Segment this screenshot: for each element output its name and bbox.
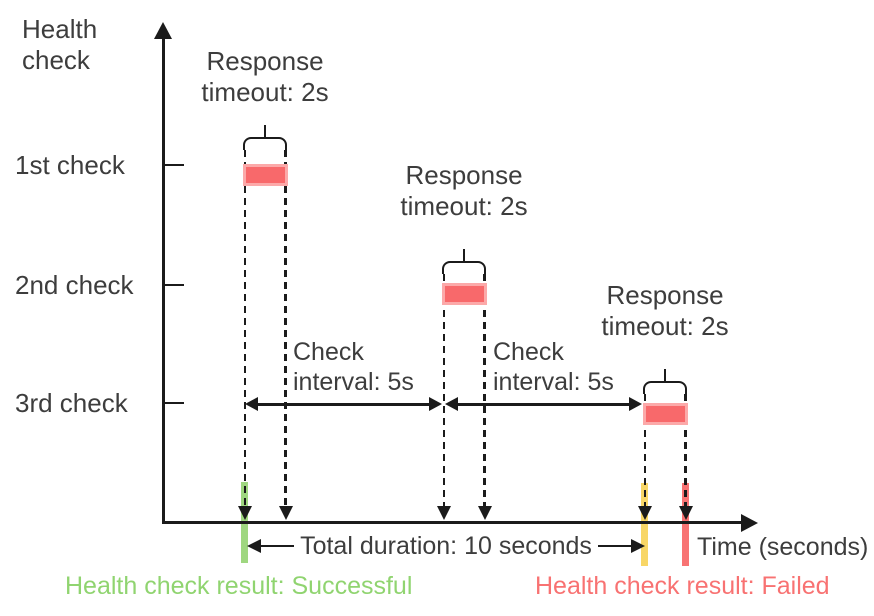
- x-axis-label: Time (seconds): [697, 533, 869, 561]
- row-label-3rd-check: 3rd check: [15, 388, 128, 418]
- total-duration-right-arrowhead-icon: [631, 539, 646, 553]
- check-1-start-dashline: [243, 150, 246, 506]
- check-2-start-dashline: [442, 274, 445, 506]
- check-3-timeout-bar: [643, 403, 688, 425]
- check-3-end-arrowhead-icon: [678, 506, 693, 520]
- check-2-end-dashline: [483, 274, 486, 506]
- total-duration-left-line: [261, 544, 295, 548]
- interval-1-label: Check interval: 5s: [293, 338, 414, 396]
- interval-2-right-arrowhead-icon: [629, 396, 642, 411]
- y-axis: [162, 36, 165, 523]
- y-axis-title: Health check: [22, 14, 98, 75]
- total-duration-right-line: [597, 544, 632, 548]
- total-duration-annotation: Total duration: 10 seconds: [247, 531, 646, 560]
- check-1-end-dashline: [284, 150, 287, 506]
- check-1-start-arrowhead-icon: [238, 506, 252, 520]
- failed-start-marker: [641, 483, 648, 566]
- check-1-bracket-icon: [243, 137, 287, 150]
- check-3-bracket-icon: [643, 381, 687, 394]
- check-3-timeout-label: Response timeout: 2s: [601, 280, 729, 341]
- check-2-bracket-stem: [462, 249, 465, 262]
- check-1-end-arrowhead-icon: [278, 506, 293, 520]
- x-axis-arrowhead-icon: [741, 514, 758, 532]
- y-axis-tick-1: [163, 163, 184, 166]
- interval-1-right-arrowhead-icon: [429, 396, 442, 411]
- check-2-timeout-label: Response timeout: 2s: [400, 160, 528, 221]
- total-duration-label: Total duration: 10 seconds: [300, 531, 592, 560]
- check-3-bracket-stem: [663, 369, 666, 382]
- check-3-end-dashline: [684, 394, 687, 506]
- row-label-2nd-check: 2nd check: [15, 270, 134, 300]
- interval-2-left-arrowhead-icon: [445, 396, 458, 411]
- check-2-end-arrowhead-icon: [477, 506, 492, 520]
- check-3-start-dashline: [643, 394, 646, 506]
- check-1-bracket-stem: [263, 125, 266, 138]
- y-axis-tick-3: [163, 401, 184, 404]
- check-2-bracket-icon: [442, 261, 486, 274]
- check-1-timeout-bar: [243, 164, 288, 186]
- y-axis-tick-2: [163, 283, 184, 286]
- y-axis-arrowhead-icon: [154, 22, 172, 39]
- total-duration-left-arrowhead-icon: [247, 539, 261, 553]
- failed-result-marker: [682, 483, 689, 566]
- success-result-text: Health check result: Successful: [65, 572, 413, 600]
- row-label-1st-check: 1st check: [15, 150, 125, 180]
- interval-1-line: [255, 403, 433, 406]
- check-2-timeout-bar: [442, 283, 487, 305]
- failed-result-text: Health check result: Failed: [535, 572, 830, 600]
- x-axis: [162, 521, 746, 524]
- check-2-start-arrowhead-icon: [437, 506, 451, 520]
- interval-1-left-arrowhead-icon: [245, 396, 258, 411]
- check-1-timeout-label: Response timeout: 2s: [201, 46, 329, 107]
- interval-2-label: Check interval: 5s: [493, 338, 614, 396]
- check-3-start-arrowhead-icon: [638, 506, 652, 520]
- interval-2-line: [455, 403, 633, 406]
